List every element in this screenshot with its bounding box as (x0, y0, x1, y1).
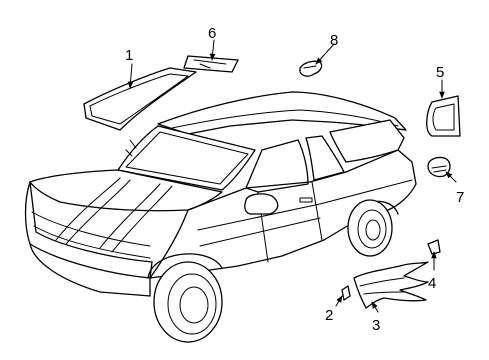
front-wheel-arch (147, 253, 223, 279)
rear-quarter-window (329, 119, 405, 163)
part-badge (427, 156, 451, 178)
part-flame-decal (353, 261, 429, 309)
hood-stripe (55, 177, 121, 241)
part-decal-strip (183, 55, 239, 73)
front-wheel (153, 261, 223, 343)
vehicle-illustration (24, 91, 417, 343)
side-mirror (244, 193, 279, 215)
callout-5: 5 (436, 64, 444, 81)
callout-7: 7 (456, 189, 464, 206)
part-emblem (299, 60, 323, 77)
roof-outline (157, 91, 407, 135)
part-window-frame (426, 95, 461, 137)
callout-4: 4 (428, 275, 436, 292)
leader-lines (127, 39, 457, 313)
callout-2: 2 (325, 307, 333, 324)
callout-1: 1 (125, 47, 133, 64)
door-handle (299, 197, 313, 203)
front-door-window (245, 139, 309, 193)
callout-6: 6 (208, 25, 216, 42)
callout-3: 3 (372, 317, 380, 334)
part-window-molding (83, 67, 197, 131)
part-small-tag (341, 285, 351, 301)
part-small-clip (427, 239, 441, 255)
windshield (117, 125, 256, 191)
callout-8: 8 (330, 32, 338, 49)
front-fascia (24, 181, 153, 279)
rear-door (311, 181, 323, 241)
